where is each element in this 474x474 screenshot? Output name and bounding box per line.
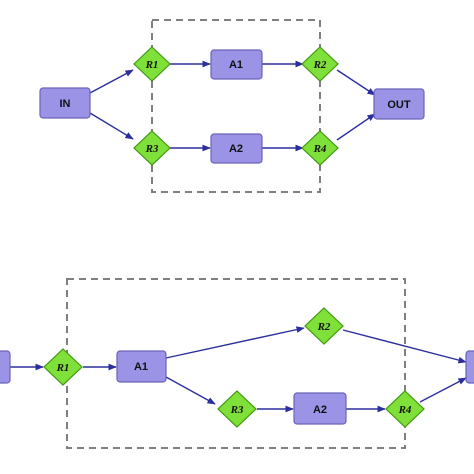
top-group-border [151,19,321,193]
edge-r2-out [336,69,376,96]
node-r2: R2 [301,46,339,82]
node-r4: R4 [301,130,339,166]
node-r4-label: R4 [313,143,327,155]
node-out-label: OUT [387,99,411,111]
node-a2-label: A2 [229,143,243,155]
node-r4-bottom-label: R4 [398,404,412,416]
node-r1-bottom-label: R1 [56,362,70,374]
bottom-edges [9,326,467,413]
node-in: IN [39,87,91,119]
bottom-diagram: R1 A1 R2 R3 A2 R4 [0,278,474,449]
node-r1-bottom: R1 [43,348,83,386]
node-r4-bottom: R4 [385,390,425,428]
node-a2-bottom-label: A2 [313,404,327,416]
node-r3: R3 [133,130,171,166]
node-r3-label: R3 [145,143,159,155]
edge-in-r3 [89,112,134,140]
node-in-label: IN [60,98,71,110]
node-r2-bottom: R2 [304,307,344,345]
edge-r4-out-bottom [419,377,467,403]
node-out: OUT [373,88,425,120]
edge-r2-out-bottom [342,329,467,364]
edge-a1-r3-bottom [165,376,216,405]
node-r1: R1 [133,46,171,82]
node-a1: A1 [210,49,263,80]
node-r3-bottom: R3 [217,390,257,428]
node-r3-bottom-label: R3 [230,404,244,416]
top-edges [89,60,376,152]
node-a2-bottom: A2 [293,392,347,425]
node-a2: A2 [210,133,263,164]
node-in-bottom-partial [0,350,11,384]
edge-r4-out [336,113,376,141]
top-diagram: IN R1 R3 A1 A2 R2 R4 [39,19,425,193]
node-r2-label: R2 [313,59,327,71]
node-a1-label: A1 [229,59,243,71]
node-a1-bottom: A1 [116,350,167,383]
node-out-bottom-partial [465,350,474,384]
node-a1-bottom-label: A1 [134,361,148,373]
node-r1-label: R1 [145,59,159,71]
edge-in-r1 [89,69,134,94]
edge-a1-r2-bottom [165,326,305,359]
node-r2-bottom-label: R2 [317,321,331,333]
